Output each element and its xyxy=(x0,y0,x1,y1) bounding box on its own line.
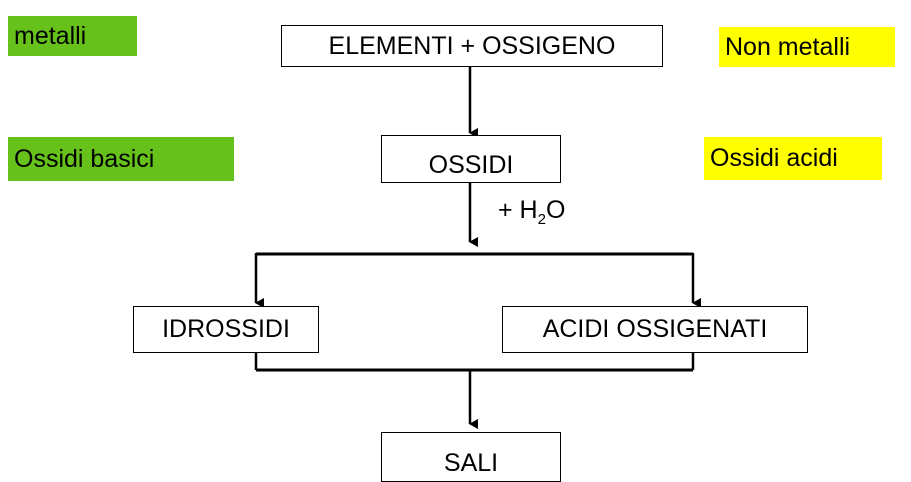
acidic-oxides-label: Ossidi acidi xyxy=(704,137,882,180)
node-oxides: OSSIDI xyxy=(381,135,561,183)
water-reagent-label: + H2O xyxy=(498,196,566,228)
nonmetals-label: Non metalli xyxy=(719,27,895,67)
node-hydroxides: IDROSSIDI xyxy=(133,306,319,353)
node-oxyacids: ACIDI OSSIGENATI xyxy=(502,306,808,353)
node-salts: SALI xyxy=(381,432,561,482)
basic-oxides-label: Ossidi basici xyxy=(8,137,234,181)
metals-label: metalli xyxy=(8,16,137,56)
node-elements-plus-oxygen: ELEMENTI + OSSIGENO xyxy=(281,25,663,67)
